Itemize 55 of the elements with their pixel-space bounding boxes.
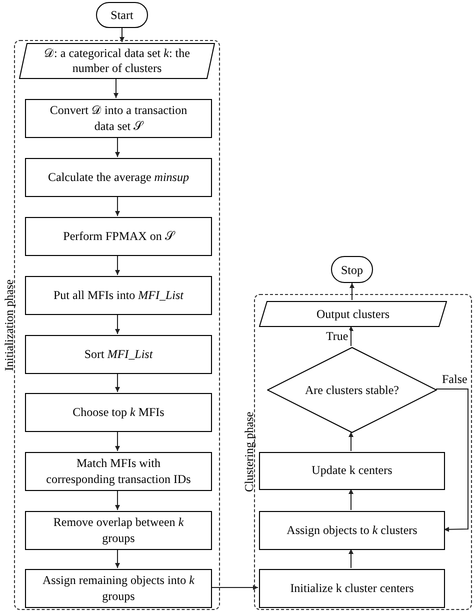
process-box xyxy=(25,276,212,315)
node-text: Convert 𝒟 into a transaction data set 𝒮 xyxy=(48,102,188,134)
node-text: Remove overlap between k groups xyxy=(52,514,185,546)
process-box xyxy=(25,335,212,374)
node-text: 𝒟: a categorical data set k: the number of clusters xyxy=(43,46,191,76)
process-box xyxy=(25,452,212,491)
process-box xyxy=(25,569,212,608)
arrow xyxy=(348,432,354,452)
node-text: Calculate the average minsup xyxy=(48,170,189,186)
arrow xyxy=(115,254,120,276)
node-text: Put all MFIs into MFI_List xyxy=(53,288,184,304)
arrow xyxy=(348,326,354,346)
arrow xyxy=(436,388,468,532)
node-text: Perform FPMAX on 𝒮 xyxy=(63,228,174,244)
terminal-node xyxy=(331,256,373,283)
node-text: Start xyxy=(110,7,134,24)
node-text: Update k centers xyxy=(312,463,392,479)
arrow xyxy=(115,196,120,216)
arrow xyxy=(115,490,120,510)
arrow xyxy=(115,136,120,158)
process-box xyxy=(259,511,445,550)
process-box xyxy=(259,569,445,608)
arrow xyxy=(348,548,354,568)
process-box xyxy=(259,452,445,490)
input-output-parallelogram xyxy=(259,301,447,327)
terminal-node xyxy=(96,2,148,28)
node-text: Sort MFI_List xyxy=(84,346,153,362)
node-text: Stop xyxy=(340,262,363,278)
arrow xyxy=(120,28,124,42)
arrow xyxy=(114,78,118,98)
arrow xyxy=(115,548,120,568)
process-box xyxy=(25,217,212,256)
edge-label: True xyxy=(324,330,350,342)
node-text: Assign objects to k clusters xyxy=(286,522,418,538)
input-output-parallelogram xyxy=(19,43,215,79)
process-box xyxy=(25,393,212,432)
process-box xyxy=(25,99,212,138)
decision-diamond xyxy=(267,347,437,433)
edge-label: False xyxy=(440,373,470,385)
node-text: Output clusters xyxy=(316,306,390,322)
arrow xyxy=(348,488,354,510)
arrow xyxy=(350,282,354,300)
arrow xyxy=(115,314,120,334)
arrow xyxy=(210,585,258,590)
phase-label: Clustering phase xyxy=(241,410,257,494)
node-text: Initialize k cluster centers xyxy=(290,580,414,596)
process-box xyxy=(25,158,212,197)
arrow xyxy=(115,372,120,392)
phase-label: Initialization phase xyxy=(1,278,17,373)
node-text: Choose top k MFIs xyxy=(72,404,164,420)
process-box xyxy=(25,511,212,550)
arrow xyxy=(115,430,120,452)
node-text: Match MFIs with corresponding transaction IDs xyxy=(45,456,192,488)
node-text: Assign remaining objects into k groups xyxy=(42,572,195,604)
node-text: Are clusters stable? xyxy=(304,382,400,398)
